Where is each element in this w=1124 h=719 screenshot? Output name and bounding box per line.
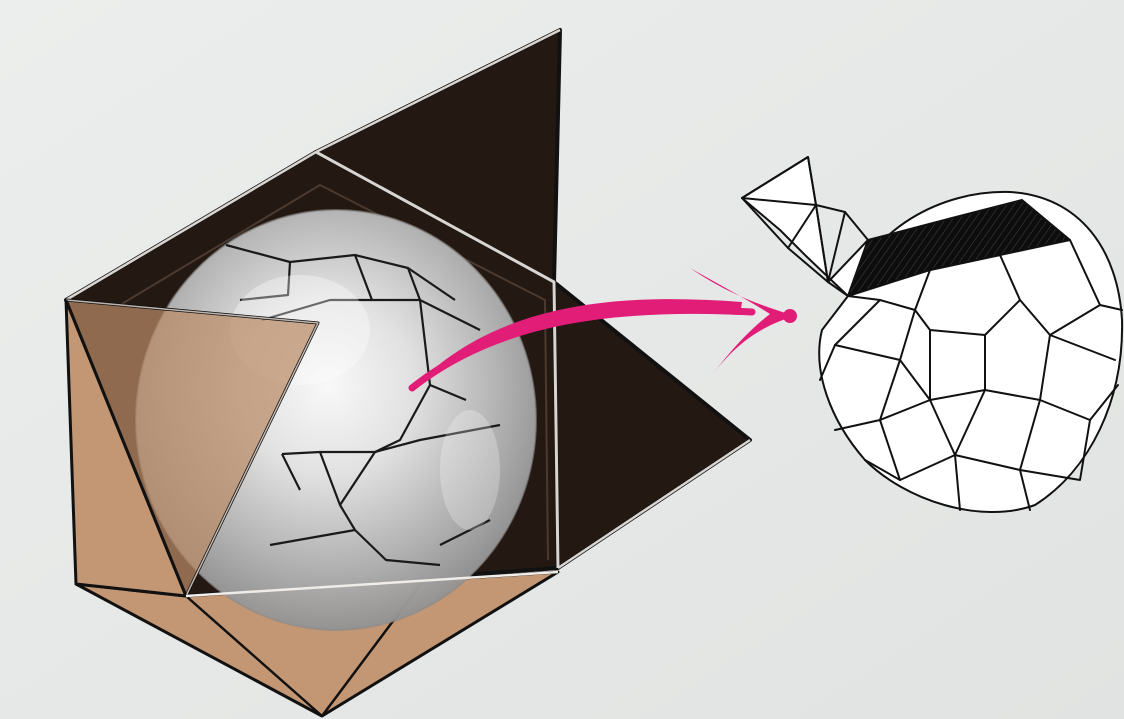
tan-front-panels (64, 298, 559, 598)
faceted-sphere-wireframe (741, 156, 1124, 513)
curved-arrow-right-icon (408, 268, 797, 392)
